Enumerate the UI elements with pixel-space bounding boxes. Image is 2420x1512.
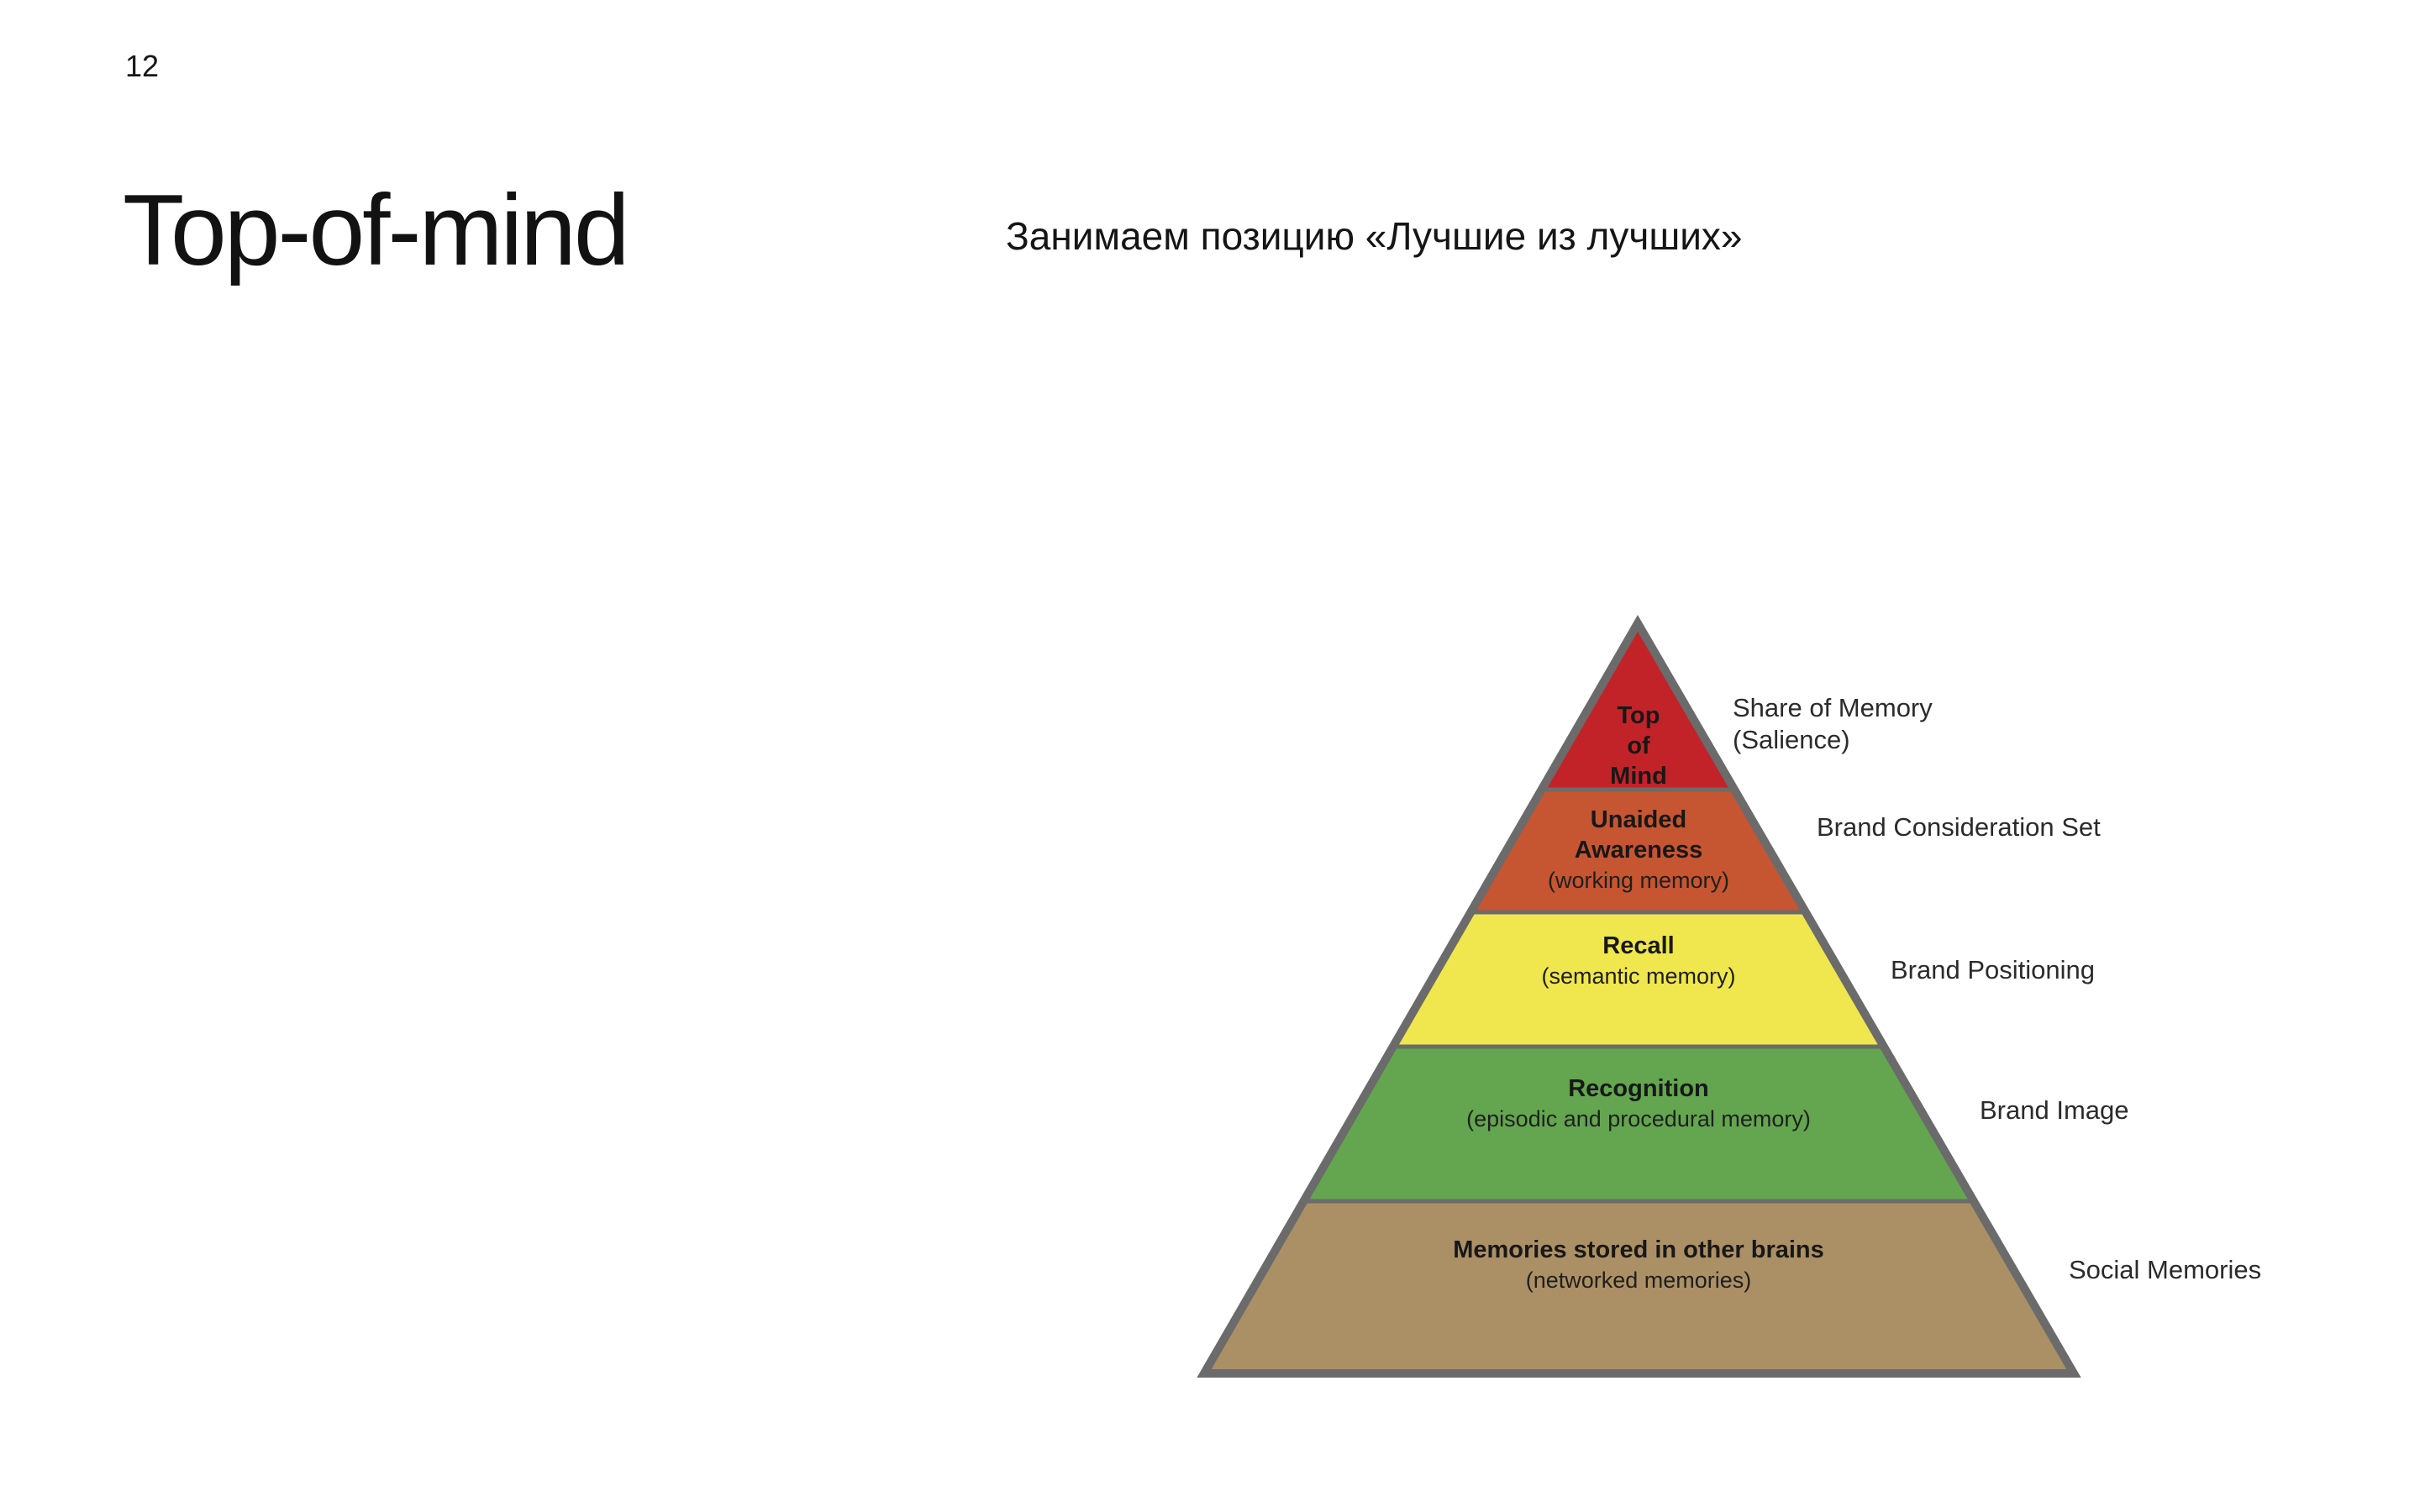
pyramid-level-unaided-awareness-label: Unaided Awareness (working memory)	[1548, 805, 1729, 895]
pyramid-level-recognition-label: Recognition (episodic and procedural mem…	[1466, 1074, 1811, 1134]
side-label-line: (Salience)	[1733, 725, 1850, 754]
page-subtitle: Занимаем позицию «Лучшие из лучших»	[1006, 214, 1743, 258]
side-label-share-of-memory: Share of Memory (Salience)	[1733, 692, 1933, 756]
page-title: Top-of-mind	[123, 174, 630, 286]
level-label-line: Awareness	[1574, 837, 1703, 864]
pyramid-level-memories-label: Memories stored in other brains (network…	[1453, 1235, 1824, 1295]
level-label-line: Top	[1617, 702, 1660, 729]
level-sublabel: (working memory)	[1547, 868, 1730, 893]
level-label-line: Mind	[1610, 763, 1667, 790]
pyramid-level-recall-label: Recall (semantic memory)	[1541, 931, 1735, 991]
level-label-line: of	[1627, 732, 1650, 759]
level-sublabel: (networked memories)	[1525, 1268, 1752, 1293]
pyramid-level-top-of-mind-shape	[1541, 623, 1734, 790]
side-label-brand-image: Brand Image	[1980, 1095, 2129, 1126]
level-label-line: Memories stored in other brains	[1453, 1236, 1824, 1263]
side-label-line: Brand Positioning	[1891, 955, 2095, 984]
pyramid-level-memories-shape	[1204, 1201, 2074, 1373]
side-label-line: Share of Memory	[1733, 693, 1933, 722]
pyramid-level-recall-shape	[1392, 912, 1883, 1047]
level-label-line: Recognition	[1568, 1075, 1709, 1102]
side-label-social-memories: Social Memories	[2069, 1254, 2261, 1286]
level-sublabel: (episodic and procedural memory)	[1466, 1106, 1811, 1131]
level-label-line: Recall	[1602, 932, 1675, 959]
pyramid-level-unaided-awareness-shape	[1470, 790, 1805, 912]
level-sublabel: (semantic memory)	[1541, 963, 1736, 989]
side-label-brand-consideration-set: Brand Consideration Set	[1817, 811, 2101, 843]
side-label-brand-positioning: Brand Positioning	[1891, 954, 2095, 986]
pyramid-level-recognition-shape	[1302, 1047, 1973, 1201]
pyramid-outline	[1197, 615, 2081, 1378]
side-label-line: Brand Consideration Set	[1817, 812, 2101, 842]
level-label-line: Unaided	[1590, 806, 1687, 833]
side-label-line: Brand Image	[1980, 1095, 2129, 1125]
side-label-line: Social Memories	[2069, 1255, 2262, 1284]
page-number: 12	[125, 49, 160, 83]
pyramid-level-top-of-mind-label: Top of Mind	[1610, 701, 1667, 791]
